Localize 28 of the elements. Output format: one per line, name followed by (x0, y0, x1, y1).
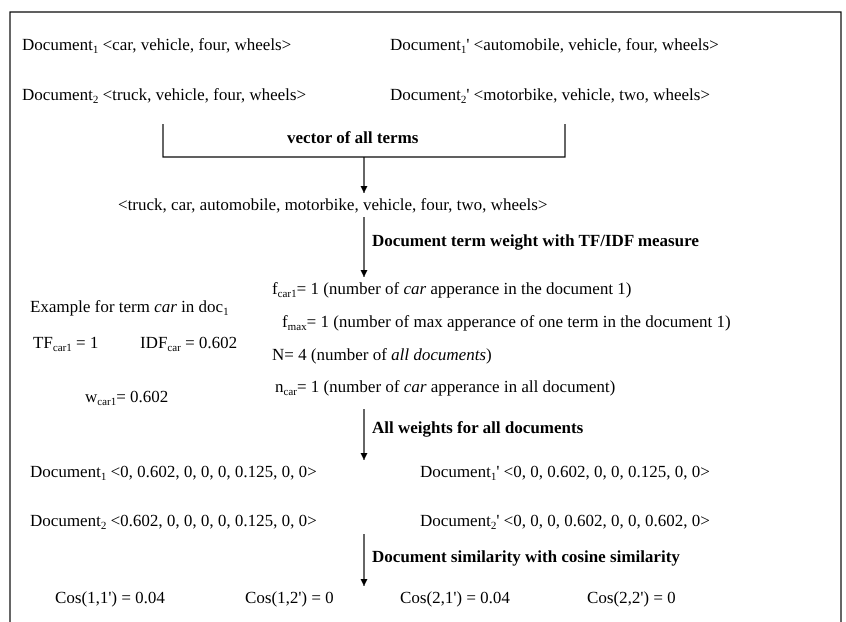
formula-text: Example for term car in doc$_{1}$ (30, 297, 229, 317)
term-vector: Document$_{1}$' <automobile, vehicle, four, wheels> (390, 35, 719, 55)
term-vector: Document$_{1}$' <0, 0, 0.602, 0, 0, 0.125, 0, 0> (420, 462, 710, 482)
edge-label: Document similarity with cosine similarity (371, 547, 681, 567)
similarity-result: Cos(1,2') = 0 (245, 588, 334, 608)
arrow (360, 534, 368, 586)
similarity-result: Cos(1,1') = 0.04 (55, 588, 165, 608)
bracket-arrow (162, 123, 566, 194)
formula-text: TF$_{car1}$ = 1 (33, 333, 98, 353)
formula-text: IDF$_{car}$ = 0.602 (140, 333, 238, 353)
arrow (360, 409, 368, 460)
term-vector: Document$_{2}$' <0, 0, 0, 0.602, 0, 0, 0.602, 0> (420, 511, 710, 531)
term-vector: Document$_{2}$ <truck, vehicle, four, wheels> (22, 85, 306, 105)
formula-text: f$_{car1}$= 1 (number of car apperance in the document 1) (272, 279, 632, 299)
formula-text: n$_{car}$= 1 (number of car apperance in all document) (275, 377, 616, 397)
formula-text: f$_{max}$= 1 (number of max apperance of one term in the document 1) (282, 312, 731, 332)
term-vector: Document$_{2}$' <motorbike, vehicle, two, wheels> (390, 85, 710, 105)
formula-text: N= 4 (number of all documents) (272, 345, 492, 365)
arrow (360, 217, 368, 277)
term-vector: Document$_{1}$ <car, vehicle, four, wheels> (22, 35, 292, 55)
edge-label: All weights for all documents (371, 418, 584, 438)
similarity-result: Cos(2,1') = 0.04 (400, 588, 510, 608)
term-vector: <truck, car, automobile, motorbike, vehicle, four, two, wheels> (118, 195, 548, 215)
similarity-result: Cos(2,2') = 0 (587, 588, 676, 608)
term-vector: Document$_{2}$ <0.602, 0, 0, 0, 0, 0.125, 0, 0> (30, 511, 317, 531)
formula-text: w$_{car1}$= 0.602 (85, 387, 168, 407)
edge-label: Document term weight with TF/IDF measure (371, 231, 700, 251)
term-vector: Document$_{1}$ <0, 0.602, 0, 0, 0, 0.125, 0, 0> (30, 462, 317, 482)
